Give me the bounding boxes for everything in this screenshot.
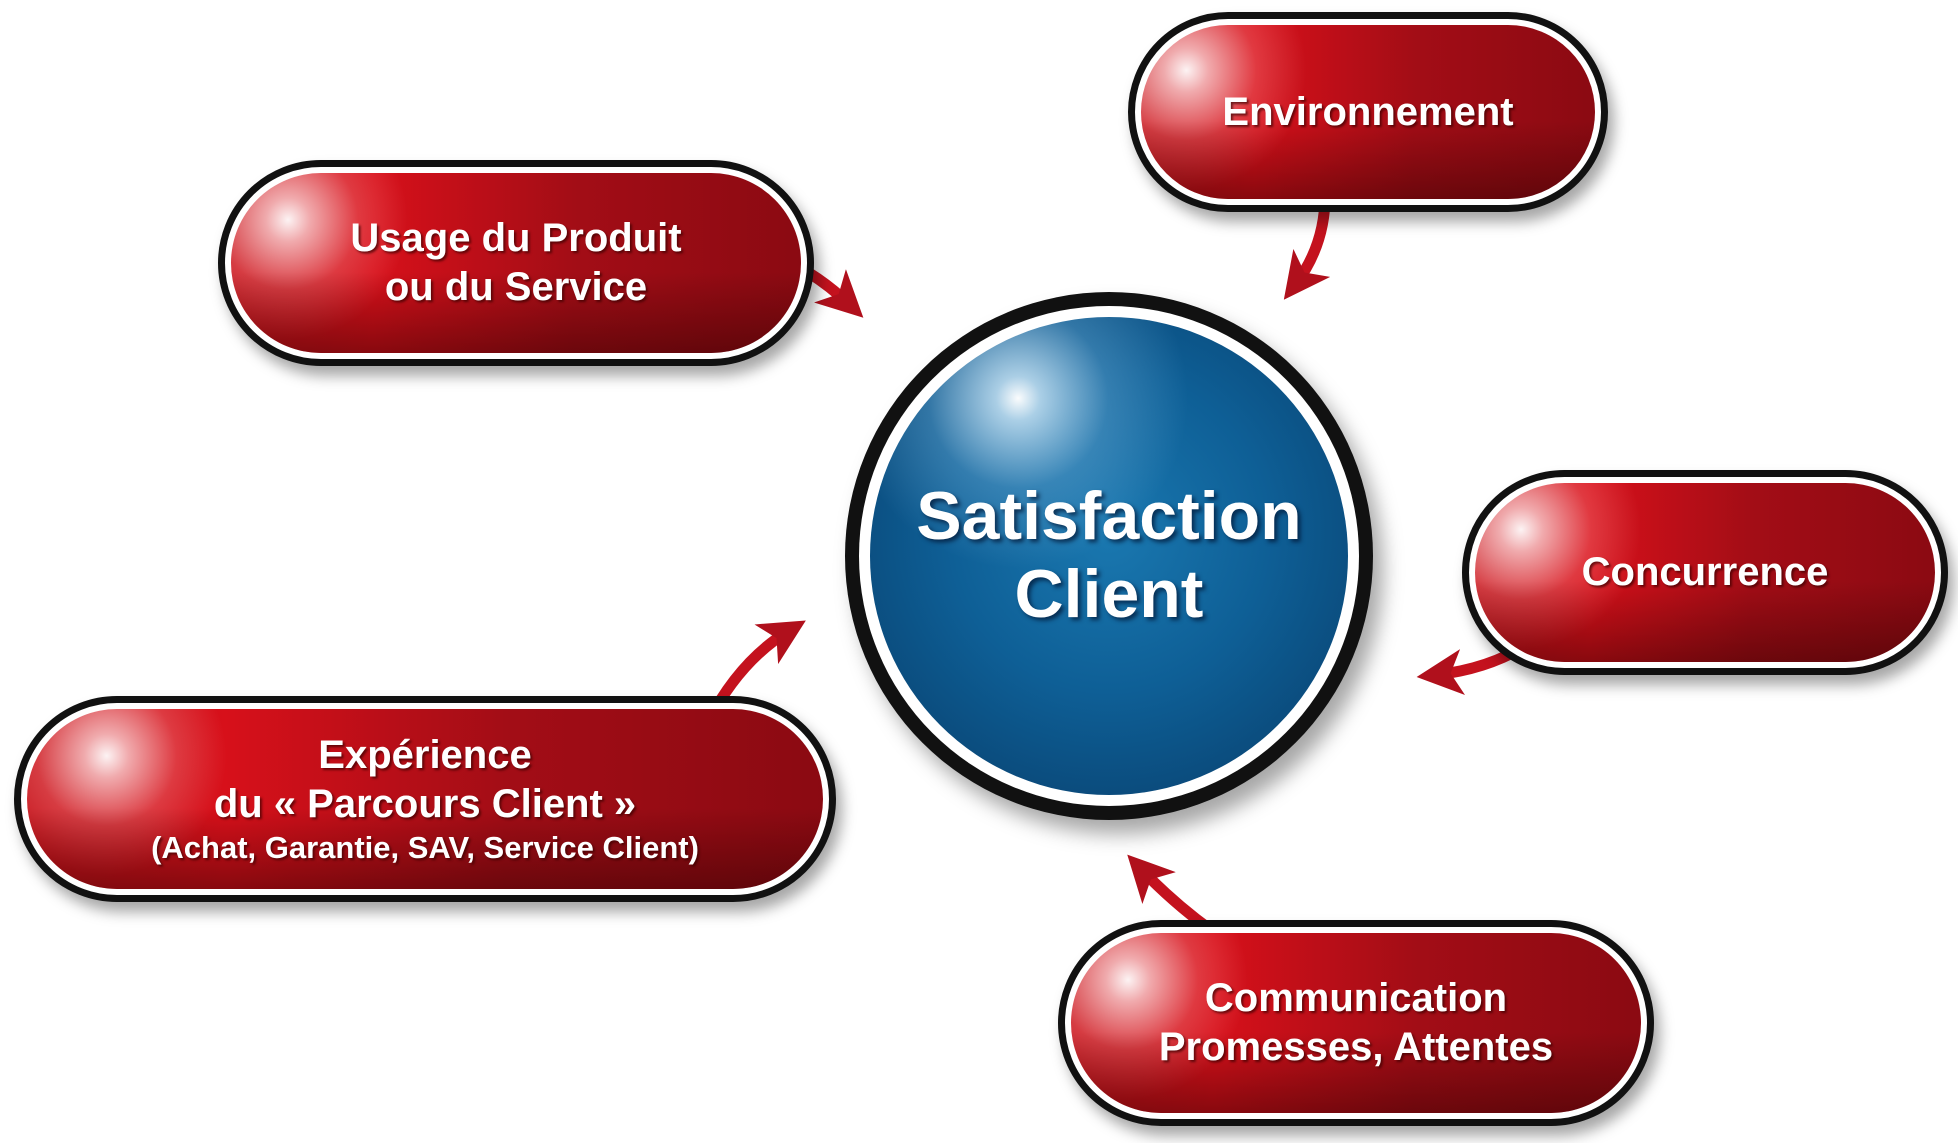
experience-line1: Expérience	[318, 733, 532, 778]
environment-line1: Environnement	[1222, 89, 1514, 134]
satisfaction-hub-sphere: Satisfaction Client	[870, 317, 1348, 795]
hub-title-line2: Client	[1014, 556, 1204, 632]
competition-pill: Concurrence	[1462, 470, 1948, 675]
communication-line1: Communication	[1204, 976, 1508, 1021]
communication-pill-body: Communication Promesses, Attentes	[1071, 933, 1641, 1113]
usage-line1: Usage du Produit	[350, 216, 682, 261]
competition-pill-body: Concurrence	[1475, 483, 1935, 662]
experience-pill: Expérience du « Parcours Client » (Achat…	[14, 696, 836, 902]
usage-line2: ou du Service	[384, 265, 648, 309]
environment-pill: Environnement	[1128, 12, 1608, 212]
communication-line2: Promesses, Attentes	[1158, 1025, 1554, 1069]
usage-pill-body: Usage du Produit ou du Service	[231, 173, 801, 353]
environment-pill-body: Environnement	[1141, 25, 1595, 199]
experience-pill-body: Expérience du « Parcours Client » (Achat…	[27, 709, 823, 889]
satisfaction-hub-rim: Satisfaction Client	[859, 306, 1359, 806]
usage-pill: Usage du Produit ou du Service	[218, 160, 814, 366]
experience-line3: (Achat, Garantie, SAV, Service Client)	[151, 829, 699, 865]
experience-line2: du « Parcours Client »	[213, 782, 637, 827]
hub-title-line1: Satisfaction	[916, 478, 1302, 555]
communication-pill: Communication Promesses, Attentes	[1058, 920, 1654, 1126]
satisfaction-hub: Satisfaction Client	[845, 292, 1373, 820]
competition-line1: Concurrence	[1581, 550, 1829, 595]
